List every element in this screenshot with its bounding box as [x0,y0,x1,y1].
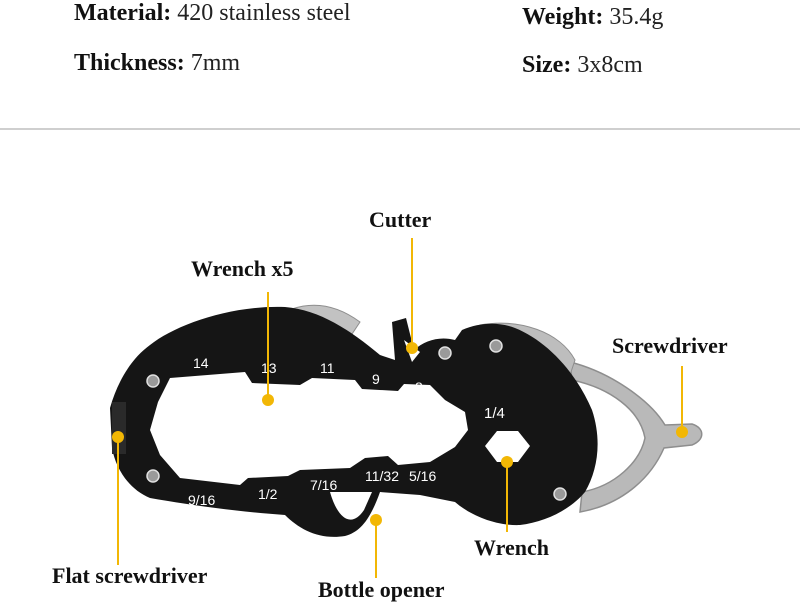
bottle-opener-dot [370,514,382,526]
weight-label: Weight: [522,4,604,30]
flat-screwdriver-dot [112,431,124,443]
wrench-dot [501,456,513,468]
bottle-opener-notch [330,492,372,520]
wrench-x5-label: Wrench x5 [191,256,294,281]
cutter-dot [406,342,418,354]
wrench-x5-dot [262,394,274,406]
material-value: 420 stainless steel [171,0,351,26]
rivet [489,339,503,353]
size-label: Size: [522,52,572,78]
size-14: 14 [193,355,209,371]
screwdriver-label: Screwdriver [612,333,728,358]
spec-thickness: Thickness: 7mm [74,50,240,77]
section-divider [0,128,800,130]
weight-value: 35.4g [603,4,664,30]
spec-size: Size: 3x8cm [522,52,643,79]
thickness-value: 7mm [184,50,241,76]
wrench-label: Wrench [474,535,549,560]
size-1-4: 1/4 [484,405,505,422]
hex-wrench-hole [485,431,530,462]
size-7-16: 7/16 [310,477,337,493]
size-11: 11 [320,360,335,376]
screwdriver-hook [569,361,703,513]
rivet [438,346,452,360]
thickness-label: Thickness: [74,50,185,76]
size-11-32: 11/32 [365,468,399,484]
rivet [146,374,160,388]
bottle-opener-label: Bottle opener [318,577,445,602]
size-value: 3x8cm [571,52,643,78]
cutter-label: Cutter [369,207,432,232]
wrench-cutout [150,372,468,485]
screwdriver-dot [676,426,688,438]
size-5-16: 5/16 [409,468,436,484]
material-label: Material: [74,0,172,26]
size-8: 8 [415,379,423,395]
spec-material: Material: 420 stainless steel [74,0,351,27]
flat-screwdriver-label: Flat screwdriver [52,563,208,588]
spec-weight: Weight: 35.4g [522,4,663,31]
size-1-2: 1/2 [258,486,278,502]
rivet [146,469,160,483]
rivet [553,487,567,501]
size-9: 9 [372,371,380,387]
size-9-16: 9/16 [188,492,215,508]
